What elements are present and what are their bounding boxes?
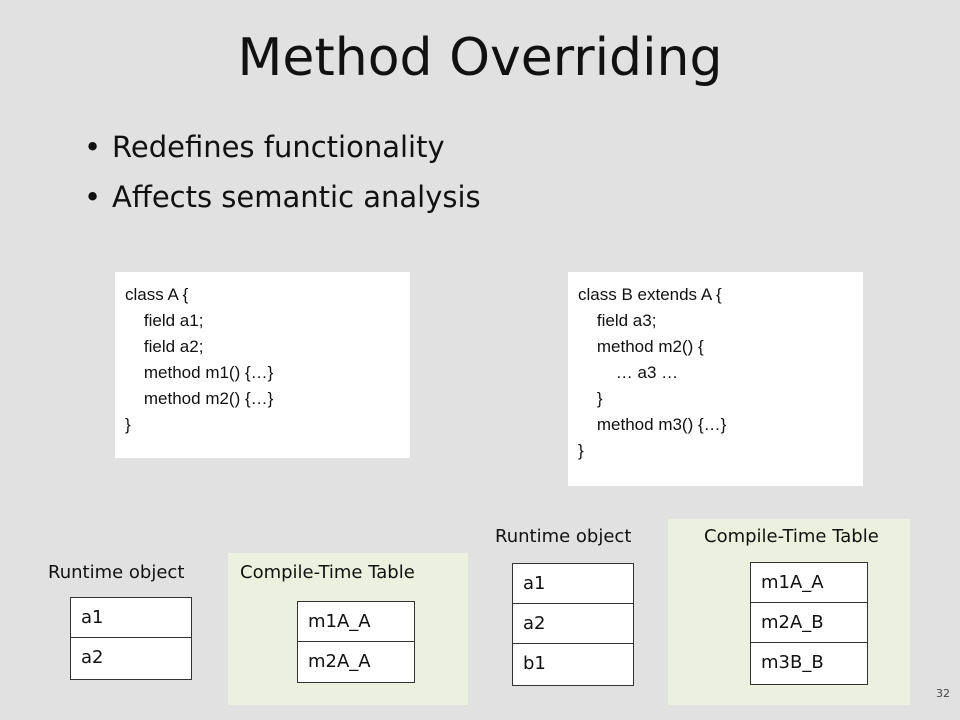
bullet-text: Redefines functionality <box>112 130 445 164</box>
page-number: 32 <box>936 687 950 700</box>
bullet-text: Affects semantic analysis <box>112 180 481 214</box>
runtime-field-cell: a1 <box>71 598 191 638</box>
runtime-field-cell: a2 <box>513 604 633 644</box>
runtime-field-cell: a2 <box>81 647 104 668</box>
runtime-field-cell: b1 <box>523 653 546 674</box>
slide-title: Method Overriding <box>237 28 723 88</box>
runtime-object-cells: a1 a2 <box>70 597 192 680</box>
bullet-dot-icon: • <box>84 130 102 164</box>
compile-time-table-cells: m1A_A m2A_B m3B_B <box>750 562 868 685</box>
method-entry-cell: m1A_A <box>298 602 414 642</box>
compile-time-table-label: Compile-Time Table <box>240 562 415 583</box>
class-a-code-box: class A { field a1; field a2; method m1(… <box>115 272 410 458</box>
method-entry-cell: m2A_A <box>308 651 371 672</box>
method-entry-cell: m3B_B <box>761 652 824 673</box>
bullet-dot-icon: • <box>84 180 102 214</box>
method-entry-cell: m2A_B <box>751 603 867 643</box>
class-b-code-box: class B extends A { field a3; method m2(… <box>568 272 863 486</box>
runtime-field-cell: a1 <box>513 564 633 604</box>
runtime-object-cells: a1 a2 b1 <box>512 563 634 686</box>
runtime-object-label: Runtime object <box>495 526 632 547</box>
method-entry-cell: m1A_A <box>751 563 867 603</box>
bullet-item: • Affects semantic analysis <box>84 172 481 222</box>
runtime-object-label: Runtime object <box>48 562 185 583</box>
compile-time-table-cells: m1A_A m2A_A <box>297 601 415 683</box>
bullet-list: • Redefines functionality • Affects sema… <box>84 122 481 222</box>
compile-time-table-label: Compile-Time Table <box>704 526 879 547</box>
bullet-item: • Redefines functionality <box>84 122 481 172</box>
